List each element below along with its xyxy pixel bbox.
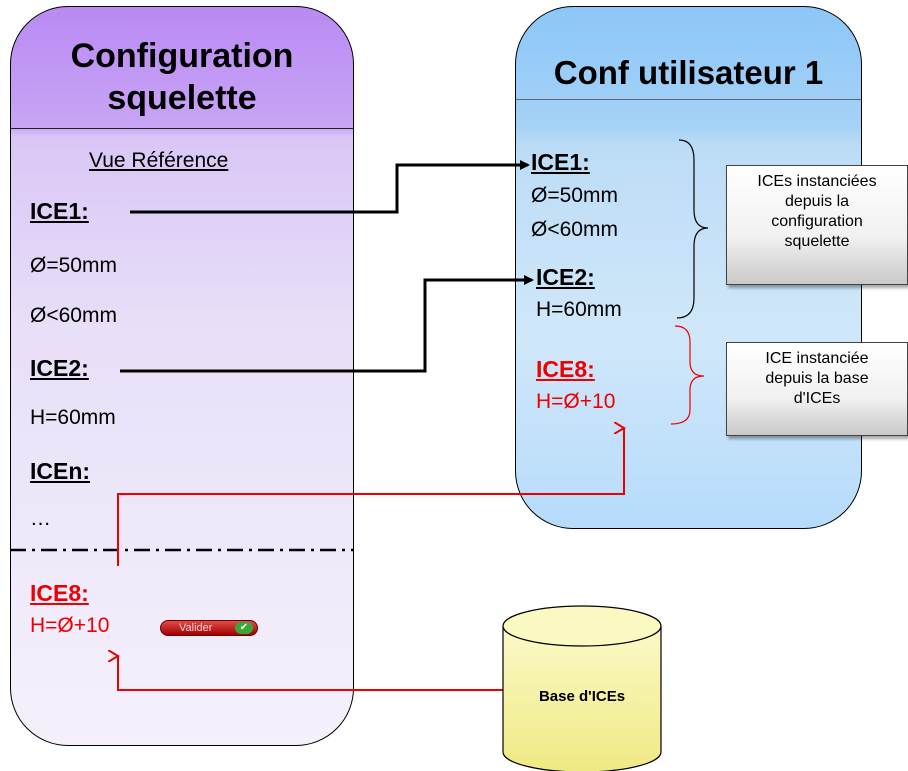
left-ice2-height-value: H=60mm <box>30 406 116 429</box>
right-ice8-label[interactable]: ICE8: <box>536 356 595 382</box>
user-config-title: Conf utilisateur 1 <box>553 54 824 91</box>
left-ice8-formula: H=Ø+10 <box>30 614 110 637</box>
ice2-connector-arrow <box>120 275 534 373</box>
note-line: depuis la <box>784 193 850 210</box>
header-divider <box>11 128 353 129</box>
ellipsis: … <box>30 507 51 530</box>
left-ice8-label[interactable]: ICE8: <box>30 580 89 606</box>
base-instance-note: ICE instanciée depuis la base d'ICEs <box>726 342 908 436</box>
database-cylinder-icon <box>502 605 662 771</box>
right-ice2-height-value: H=60mm <box>536 298 622 321</box>
note-line: squelette <box>784 233 850 250</box>
note-line: configuration <box>771 213 863 230</box>
left-ice1-diameter-limit: Ø<60mm <box>30 304 117 327</box>
checkmark-icon: ✔ <box>235 622 253 634</box>
skeleton-title-line1: Configuration <box>70 37 294 75</box>
right-ice1-label[interactable]: ICE1: <box>531 149 590 175</box>
left-ice2-label[interactable]: ICE2: <box>30 355 89 381</box>
reference-view-title: Vue Référence <box>89 149 229 172</box>
note-line: d'ICEs <box>793 390 841 407</box>
database-label: Base d'ICEs <box>538 688 626 705</box>
left-icen-label[interactable]: ICEn: <box>30 458 91 484</box>
database-to-ice8-arrow <box>118 656 504 691</box>
left-ice1-diameter-value: Ø=50mm <box>30 254 117 277</box>
ice1-connector-arrow <box>130 160 530 214</box>
valider-label: Valider <box>179 622 213 634</box>
right-ice2-label[interactable]: ICE2: <box>536 264 595 290</box>
skeleton-config-title: Configuration squelette <box>11 35 353 119</box>
left-ice1-label[interactable]: ICE1: <box>30 198 89 224</box>
base-group-brace <box>670 325 705 425</box>
skeleton-instances-note: ICEs instanciées depuis la configuration… <box>726 165 908 285</box>
ice8-instance-arrow <box>117 428 624 566</box>
skeleton-title-line2: squelette <box>107 79 257 117</box>
note-line: ICE instanciée <box>765 350 869 367</box>
header-divider-right <box>516 99 861 100</box>
right-ice8-formula: H=Ø+10 <box>536 390 616 413</box>
right-ice1-diameter-value: Ø=50mm <box>531 184 618 207</box>
skeleton-group-brace <box>676 139 709 319</box>
valider-button[interactable]: Valider ✔ <box>160 620 258 636</box>
note-line: ICEs instanciées <box>757 173 877 190</box>
note-line: depuis la base <box>765 370 869 387</box>
right-ice1-diameter-limit: Ø<60mm <box>531 218 618 241</box>
